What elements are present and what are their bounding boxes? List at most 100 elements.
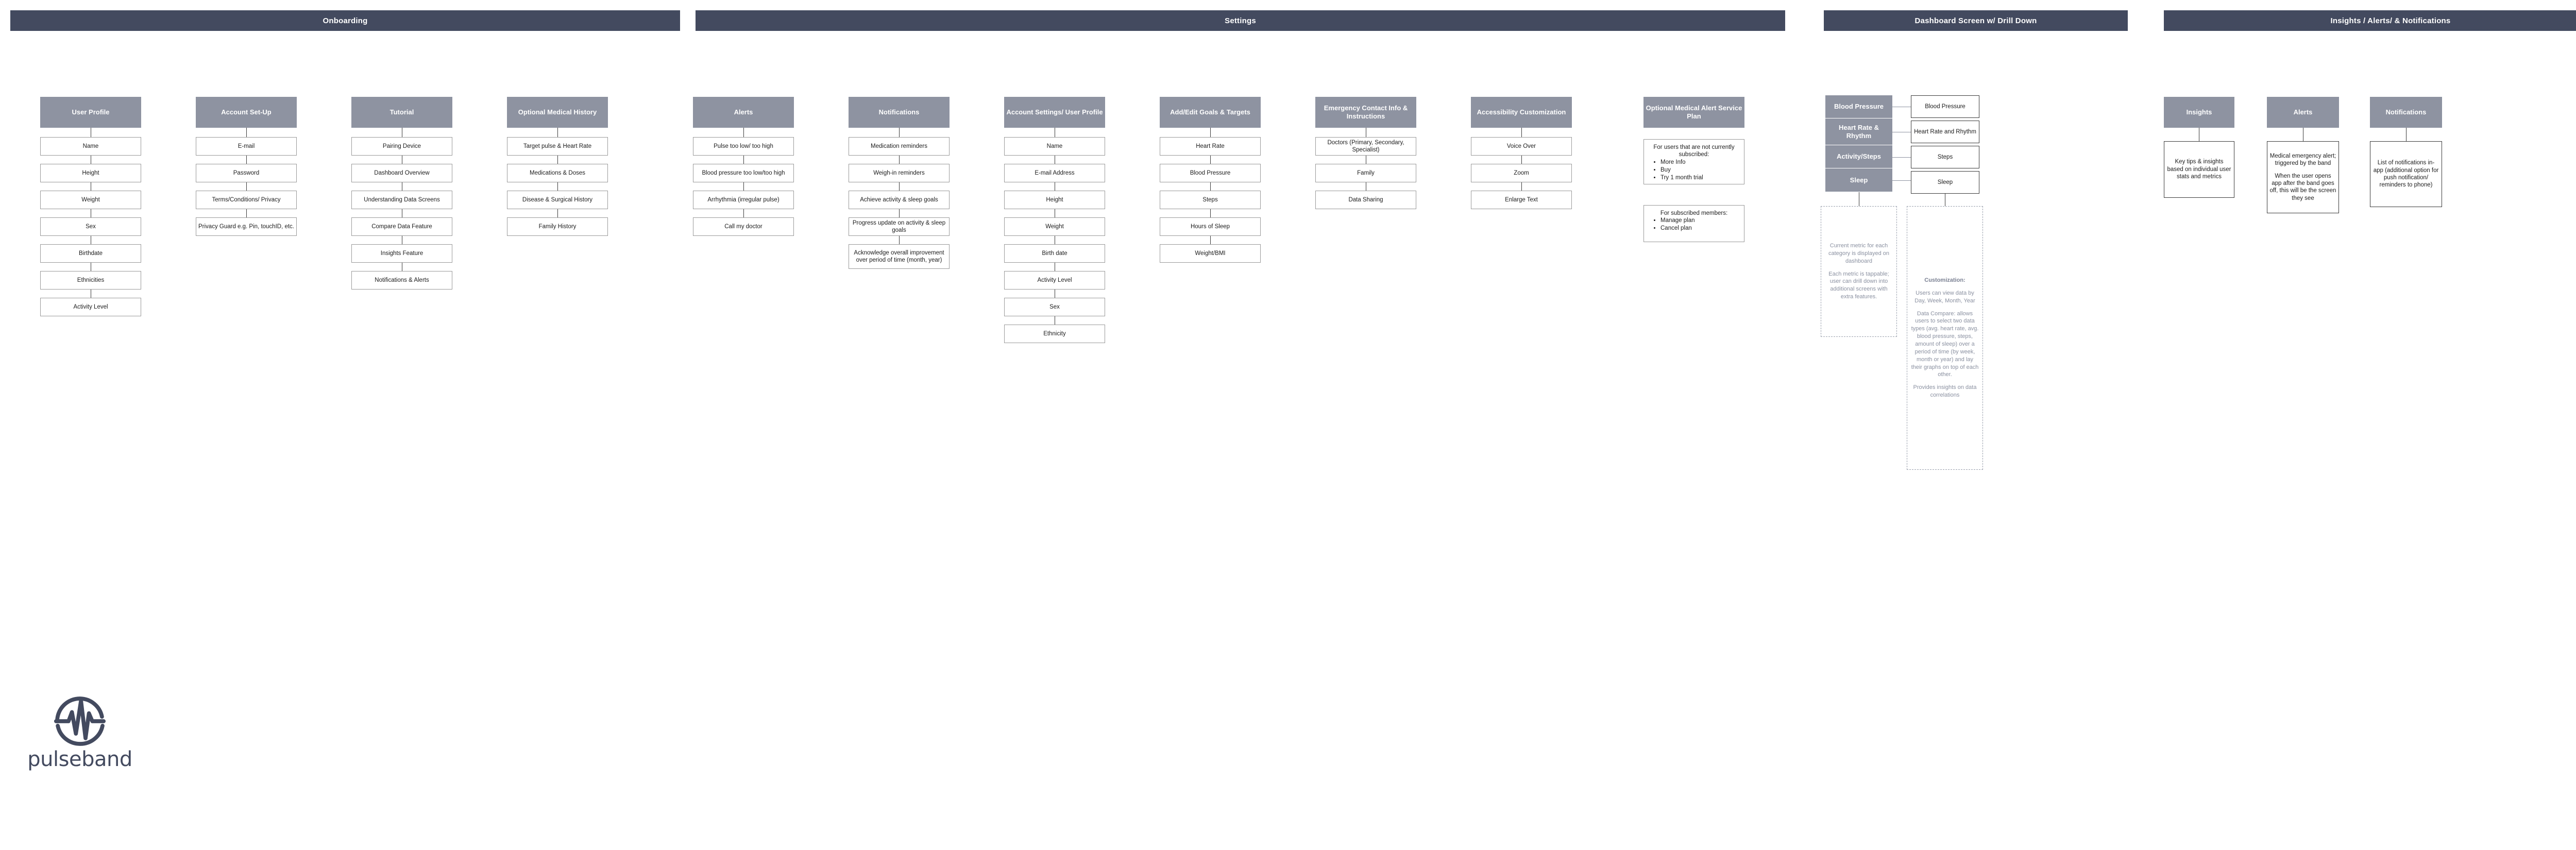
node-steps[interactable]: Steps bbox=[1160, 191, 1261, 209]
node-terms-conditions-privacy[interactable]: Terms/Conditions/ Privacy bbox=[196, 191, 297, 209]
connector bbox=[743, 182, 744, 191]
node-enlarge-text[interactable]: Enlarge Text bbox=[1471, 191, 1572, 209]
connector bbox=[1521, 128, 1522, 137]
drilldown-heart-rate-and-rhythm[interactable]: Heart Rate and Rhythm bbox=[1911, 121, 1979, 143]
node-progress-update[interactable]: Progress update on activity & sleep goal… bbox=[849, 217, 950, 236]
node-weight-bmi[interactable]: Weight/BMI bbox=[1160, 244, 1261, 263]
list-item[interactable]: More Info bbox=[1660, 159, 1741, 166]
column-head-user-profile[interactable]: User Profile bbox=[40, 97, 141, 128]
node-birthdate[interactable]: Birthdate bbox=[40, 244, 141, 263]
column-head-account-set-up[interactable]: Account Set-Up bbox=[196, 97, 297, 128]
node-name[interactable]: Name bbox=[40, 137, 141, 156]
node-medication-reminders[interactable]: Medication reminders bbox=[849, 137, 950, 156]
node-zoom[interactable]: Zoom bbox=[1471, 164, 1572, 182]
drilldown-sleep[interactable]: Sleep bbox=[1911, 171, 1979, 194]
column-head-accessibility-customization[interactable]: Accessibility Customization bbox=[1471, 97, 1572, 128]
node-pairing-device[interactable]: Pairing Device bbox=[351, 137, 452, 156]
column-head-label: Tutorial bbox=[389, 108, 414, 116]
column-head-insights-notifications[interactable]: Notifications bbox=[2370, 97, 2442, 128]
node-dashboard-overview[interactable]: Dashboard Overview bbox=[351, 164, 452, 182]
node-name[interactable]: Name bbox=[1004, 137, 1105, 156]
column-head-insights-alerts[interactable]: Alerts bbox=[2267, 97, 2339, 128]
column-head-label: Notifications bbox=[2385, 108, 2427, 116]
node-voice-over[interactable]: Voice Over bbox=[1471, 137, 1572, 156]
node-family[interactable]: Family bbox=[1315, 164, 1416, 182]
node-doctors[interactable]: Doctors (Primary, Secondary, Specialist) bbox=[1315, 137, 1416, 156]
node-pulse-too-low-too-high[interactable]: Pulse too low/ too high bbox=[693, 137, 794, 156]
node-medications-doses[interactable]: Medications & Doses bbox=[507, 164, 608, 182]
node-target-pulse-heart-rate[interactable]: Target pulse & Heart Rate bbox=[507, 137, 608, 156]
list-item[interactable]: Buy bbox=[1660, 166, 1741, 174]
drilldown-steps[interactable]: Steps bbox=[1911, 146, 1979, 168]
node-achieve-activity-sleep-goals[interactable]: Achieve activity & sleep goals bbox=[849, 191, 950, 209]
node-blood-pressure-too-low-too-high[interactable]: Blood pressure too low/too high bbox=[693, 164, 794, 182]
node-blood-pressure[interactable]: Blood Pressure bbox=[1160, 164, 1261, 182]
list-item[interactable]: Try 1 month trial bbox=[1660, 174, 1741, 182]
column-head-account-settings-user-profile[interactable]: Account Settings/ User Profile bbox=[1004, 97, 1105, 128]
column-head-settings-alerts[interactable]: Alerts bbox=[693, 97, 794, 128]
node-privacy-guard[interactable]: Privacy Guard e.g. Pin, touchID, etc. bbox=[196, 217, 297, 236]
metric-sleep[interactable]: Sleep bbox=[1825, 168, 1892, 192]
column-head-tutorial[interactable]: Tutorial bbox=[351, 97, 452, 128]
node-ethnicities[interactable]: Ethnicities bbox=[40, 271, 141, 290]
list-item[interactable]: Manage plan bbox=[1660, 217, 1741, 225]
node-call-my-doctor[interactable]: Call my doctor bbox=[693, 217, 794, 236]
node-understanding-data-screens[interactable]: Understanding Data Screens bbox=[351, 191, 452, 209]
column-head-insights[interactable]: Insights bbox=[2164, 97, 2234, 128]
connector bbox=[1210, 209, 1211, 217]
node-sex[interactable]: Sex bbox=[40, 217, 141, 236]
node-insights-body[interactable]: Key tips & insights based on individual … bbox=[2164, 141, 2234, 198]
connector bbox=[1521, 156, 1522, 164]
node-family-history[interactable]: Family History bbox=[507, 217, 608, 236]
section-banner-onboarding: Onboarding bbox=[10, 10, 680, 31]
node-activity-level[interactable]: Activity Level bbox=[40, 298, 141, 316]
node-height[interactable]: Height bbox=[1004, 191, 1105, 209]
node-arrhythmia[interactable]: Arrhythmia (irregular pulse) bbox=[693, 191, 794, 209]
node-password[interactable]: Password bbox=[196, 164, 297, 182]
node-insights-feature[interactable]: Insights Feature bbox=[351, 244, 452, 263]
node-plan-unsubscribed[interactable]: For users that are not currently subscri… bbox=[1643, 139, 1744, 184]
column-head-optional-medical-alert-service-plan[interactable]: Optional Medical Alert Service Plan bbox=[1643, 97, 1744, 128]
node-alerts-body[interactable]: Medical emergency alert; triggered by th… bbox=[2267, 141, 2339, 213]
node-compare-data-feature[interactable]: Compare Data Feature bbox=[351, 217, 452, 236]
node-weight[interactable]: Weight bbox=[1004, 217, 1105, 236]
column-head-optional-medical-history[interactable]: Optional Medical History bbox=[507, 97, 608, 128]
node-plan-subscribed[interactable]: For subscribed members: Manage plan Canc… bbox=[1643, 205, 1744, 242]
list-item[interactable]: Cancel plan bbox=[1660, 225, 1741, 232]
node-disease-surgical-history[interactable]: Disease & Surgical History bbox=[507, 191, 608, 209]
node-weigh-in-reminders[interactable]: Weigh-in reminders bbox=[849, 164, 950, 182]
node-weight[interactable]: Weight bbox=[40, 191, 141, 209]
node-birth-date[interactable]: Birth date bbox=[1004, 244, 1105, 263]
metric-heart-rate-rhythm[interactable]: Heart Rate & Rhythm bbox=[1825, 118, 1892, 145]
node-notifications-alerts[interactable]: Notifications & Alerts bbox=[351, 271, 452, 290]
connector bbox=[1210, 236, 1211, 244]
brand-wordmark: pulseband bbox=[27, 747, 132, 771]
column-head-label: Alerts bbox=[734, 108, 753, 116]
node-height[interactable]: Height bbox=[40, 164, 141, 182]
metric-activity-steps[interactable]: Activity/Steps bbox=[1825, 145, 1892, 168]
column-head-settings-notifications[interactable]: Notifications bbox=[849, 97, 950, 128]
connector bbox=[557, 128, 558, 137]
connector bbox=[1521, 182, 1522, 191]
connector bbox=[899, 128, 900, 137]
node-email[interactable]: E-mail bbox=[196, 137, 297, 156]
section-banner-dashboard: Dashboard Screen w/ Drill Down bbox=[1824, 10, 2128, 31]
column-head-emergency-contact[interactable]: Emergency Contact Info & Instructions bbox=[1315, 97, 1416, 128]
node-ethnicity[interactable]: Ethnicity bbox=[1004, 325, 1105, 343]
node-email-address[interactable]: E-mail Address bbox=[1004, 164, 1105, 182]
column-head-label: Account Settings/ User Profile bbox=[1006, 108, 1103, 116]
node-notifications-body[interactable]: List of notifications in- app (additiona… bbox=[2370, 141, 2442, 207]
node-sex[interactable]: Sex bbox=[1004, 298, 1105, 316]
connector bbox=[1892, 157, 1911, 158]
node-activity-level[interactable]: Activity Level bbox=[1004, 271, 1105, 290]
node-acknowledge-overall-improvement[interactable]: Acknowledge overall improvement over per… bbox=[849, 244, 950, 269]
metric-blood-pressure[interactable]: Blood Pressure bbox=[1825, 95, 1892, 118]
drilldown-blood-pressure[interactable]: Blood Pressure bbox=[1911, 95, 1979, 118]
brand-lockup: pulseband bbox=[21, 693, 139, 771]
node-data-sharing[interactable]: Data Sharing bbox=[1315, 191, 1416, 209]
connector bbox=[743, 156, 744, 164]
node-hours-of-sleep[interactable]: Hours of Sleep bbox=[1160, 217, 1261, 236]
column-head-add-edit-goals-targets[interactable]: Add/Edit Goals & Targets bbox=[1160, 97, 1261, 128]
node-heart-rate[interactable]: Heart Rate bbox=[1160, 137, 1261, 156]
